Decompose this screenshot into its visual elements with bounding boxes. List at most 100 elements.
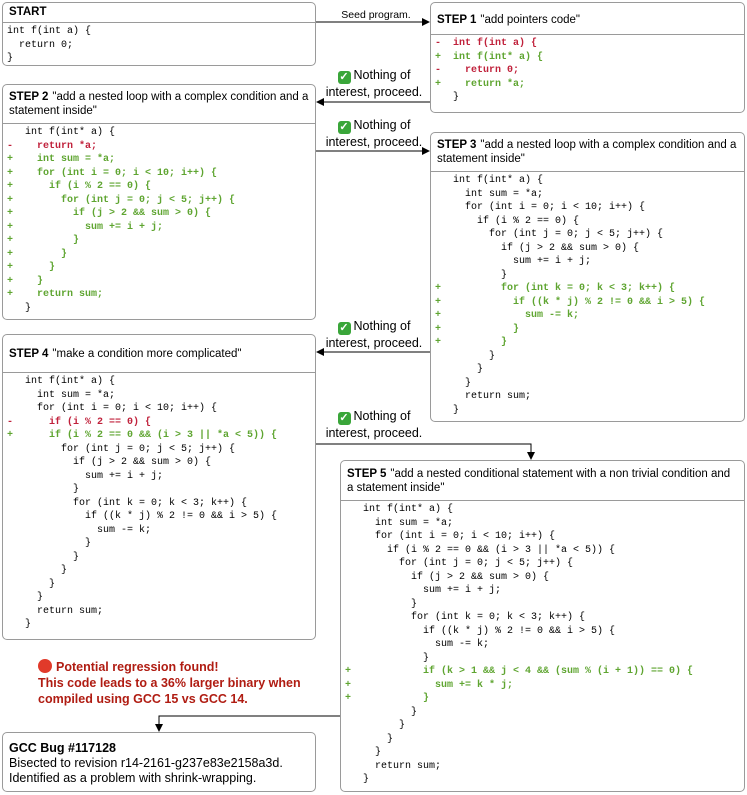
code-line: for (int j = 0; j < 5; j++) { (345, 558, 574, 569)
code-line: for (int k = 0; k < 3; k++) { (7, 497, 248, 509)
code-line: sum += i + j; (345, 585, 502, 596)
added-code-line: + if (k > 1 && j < 4 && (sum % (i + 1)) … (345, 666, 694, 677)
step2-desc: "add a nested loop with a complex condit… (9, 91, 309, 117)
step4-header: STEP 4"make a condition more complicated… (3, 335, 315, 369)
arrow-step4-to-step5 (316, 443, 535, 460)
code-line: int sum = *a; (345, 517, 454, 529)
code-line: for (int i = 0; i < 10; i++) { (345, 531, 556, 542)
code-line: } (345, 598, 418, 610)
step4-label: STEP 4 (9, 348, 49, 360)
step3-code: int f(int* a) { int sum = *a; for (int i… (431, 172, 744, 417)
code-line: } (345, 774, 370, 785)
code-line: return sum; (345, 760, 442, 772)
removed-code-line: - if (i % 2 == 0) { (7, 416, 152, 428)
code-line: } (435, 350, 496, 362)
step3-desc: "add a nested loop with a complex condit… (437, 139, 737, 165)
code-line: sum -= k; (345, 639, 490, 650)
code-line: if (j > 2 && sum > 0) { (435, 242, 640, 254)
regression-message: Potential regression found! This code le… (38, 659, 301, 707)
bug-title: GCC Bug #117128 (9, 741, 116, 755)
step5-code: int f(int* a) { int sum = *a; for (int i… (341, 501, 744, 787)
code-line: int f(int* a) { (7, 376, 116, 387)
added-code-line: + } (7, 275, 44, 287)
added-code-line: + } (7, 248, 68, 260)
step4-code: int f(int* a) { int sum = *a; for (int i… (3, 373, 315, 632)
code-line: for (int j = 0; j < 5; j++) { (435, 229, 664, 240)
code-line: } (7, 538, 92, 549)
red-circle-icon (38, 659, 52, 673)
code-line: } (435, 364, 484, 375)
added-code-line: + if (i % 2 == 0) { (7, 181, 152, 192)
bug-bisect: Bisected to revision r14-2161-g237e83e21… (9, 756, 283, 770)
step3-label: STEP 3 (437, 139, 477, 151)
step1-code: - int f(int a) {+ int f(int* a) {- retur… (431, 35, 744, 105)
edge-note-1: ✓Nothing of interest, proceed. (325, 68, 423, 99)
code-line: if (i % 2 == 0 && (i > 3 || *a < 5)) { (345, 544, 616, 556)
step1-desc: "add pointers code" (480, 14, 581, 26)
code-line: for (int j = 0; j < 5; j++) { (7, 443, 236, 455)
regression-line-2: compiled using GCC 15 vs GCC 14. (38, 692, 248, 706)
bug-cause: Identified as a problem with shrink-wrap… (9, 771, 257, 785)
code-line: } (435, 404, 460, 416)
regression-title: Potential regression found! (56, 660, 219, 674)
added-code-line: + return *a; (435, 78, 526, 90)
code-line: int sum = *a; (435, 188, 544, 200)
added-code-line: + } (435, 337, 508, 348)
step4-node: STEP 4"make a condition more complicated… (2, 334, 316, 640)
code-line: return 0; (7, 39, 74, 51)
step2-code: int f(int* a) {- return *a;+ int sum = *… (3, 124, 315, 315)
added-code-line: + for (int j = 0; j < 5; j++) { (7, 194, 236, 206)
code-line: } (7, 592, 44, 603)
step1-label: STEP 1 (437, 14, 477, 26)
added-code-line: + } (7, 262, 56, 273)
added-code-line: + } (435, 323, 520, 335)
code-line: } (345, 706, 418, 718)
step2-header: STEP 2"add a nested loop with a complex … (3, 85, 315, 120)
added-code-line: + sum -= k; (435, 310, 580, 321)
step1-header: STEP 1"add pointers code" (431, 3, 744, 31)
code-line: } (7, 565, 68, 576)
code-line: int sum = *a; (7, 389, 116, 401)
code-line: for (int k = 0; k < 3; k++) { (345, 612, 586, 623)
edge-note-2: ✓Nothing of interest, proceed. (325, 118, 423, 149)
code-line: } (7, 551, 80, 563)
added-code-line: + return sum; (7, 289, 104, 300)
step5-desc: "add a nested conditional statement with… (347, 468, 731, 494)
added-code-line: + sum += i + j; (7, 221, 164, 233)
code-line: } (345, 652, 430, 664)
code-line: } (7, 53, 14, 64)
check-icon: ✓ (337, 121, 351, 134)
code-line: if ((k * j) % 2 != 0 && i > 5) { (7, 511, 278, 522)
edge-note-4: ✓Nothing of interest, proceed. (325, 409, 423, 440)
step2-label: STEP 2 (9, 91, 49, 103)
added-code-line: + } (7, 235, 80, 246)
step5-node: STEP 5"add a nested conditional statemen… (340, 460, 745, 792)
code-line: sum -= k; (7, 524, 152, 536)
code-line: } (7, 619, 32, 630)
start-node: START int f(int a) { return 0;} (2, 2, 316, 66)
code-line: } (345, 747, 382, 758)
code-line: } (7, 302, 32, 314)
step1-node: STEP 1"add pointers code" - int f(int a)… (430, 2, 745, 113)
step3-header: STEP 3"add a nested loop with a complex … (431, 133, 744, 168)
added-code-line: + for (int k = 0; k < 3; k++) { (435, 283, 676, 294)
code-line: for (int i = 0; i < 10; i++) { (435, 202, 646, 213)
code-line: } (345, 720, 406, 731)
code-line: if ((k * j) % 2 != 0 && i > 5) { (345, 625, 616, 637)
code-line: } (435, 269, 508, 281)
removed-code-line: - return *a; (7, 140, 98, 152)
regression-line-1: This code leads to a 36% larger binary w… (38, 676, 301, 690)
added-code-line: + sum += k * j; (345, 679, 514, 691)
code-line: int f(int* a) { (7, 127, 116, 138)
added-code-line: + int f(int* a) { (435, 51, 544, 63)
code-line: int f(int* a) { (345, 504, 454, 515)
code-line: sum += i + j; (435, 256, 592, 267)
added-code-line: + for (int i = 0; i < 10; i++) { (7, 167, 218, 179)
code-line: int f(int* a) { (435, 175, 544, 186)
bug-node: GCC Bug #117128 Bisected to revision r14… (2, 732, 316, 792)
arrow-step5-to-bug (155, 715, 340, 732)
code-line: } (435, 92, 460, 103)
added-code-line: + if ((k * j) % 2 != 0 && i > 5) { (435, 296, 706, 308)
code-line: int f(int a) { (7, 26, 92, 37)
step5-label: STEP 5 (347, 468, 387, 480)
